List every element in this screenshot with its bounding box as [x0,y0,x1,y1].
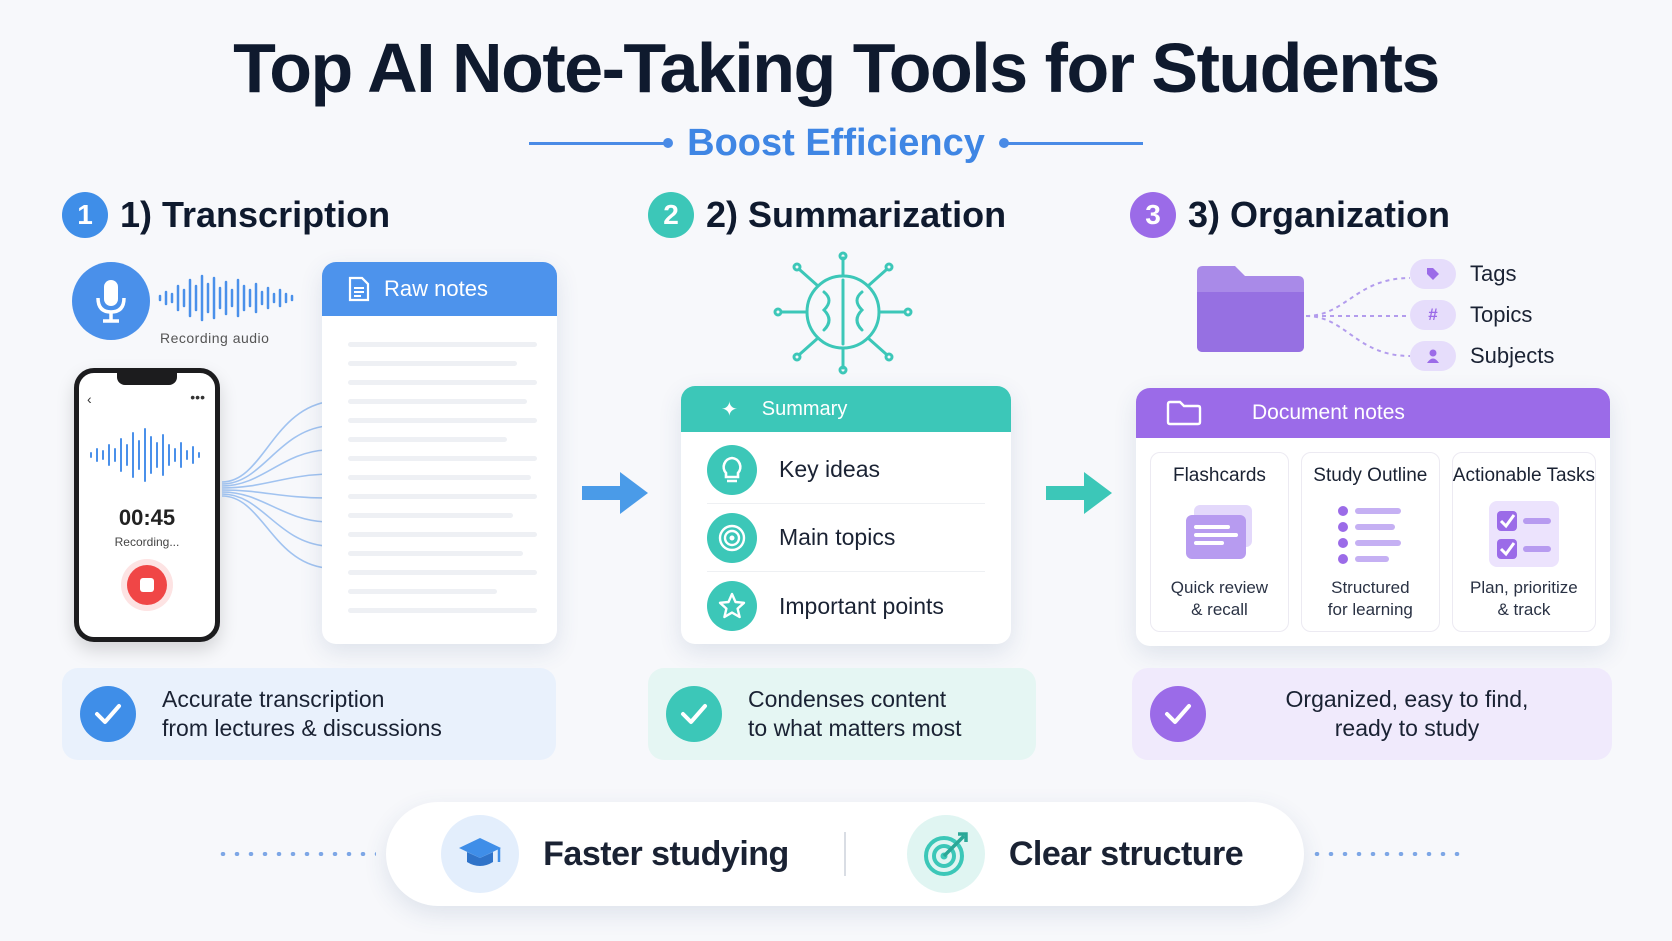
benefit-divider [844,832,846,876]
summary-header: ✦ Summary [681,386,1011,432]
stop-recording-button[interactable] [127,565,167,605]
microphone-icon [72,262,150,340]
check-icon [666,686,722,742]
folder-icon [1197,266,1304,352]
document-notes-card: Document notes Flashcards Quick review &… [1136,388,1610,646]
sparkle-icon: ✦ [721,398,738,421]
flashcards-icon [1180,493,1258,575]
decorative-dots-left [216,852,376,856]
section-heading-transcription: 1 1) Transcription [62,192,390,238]
benefits-pill: Faster studying Clear structure [386,802,1304,906]
phone-waveform-icon [90,428,200,482]
summary-item-label: Main topics [779,524,896,550]
document-notes-header: Document notes [1136,388,1610,438]
subtitle-divider-right [998,137,1143,148]
benefit-clear-structure: Clear structure [846,815,1304,893]
check-icon [80,686,136,742]
output-description: Plan, prioritize & track [1470,578,1578,619]
section-title: 1) Transcription [120,194,391,235]
tag-label: Tags [1470,261,1517,286]
document-icon [348,276,370,302]
arrow-right-icon [1046,472,1112,514]
ai-brain-icon [773,251,913,375]
output-description: Structured for learning [1327,578,1413,619]
more-menu-icon[interactable]: ••• [190,389,205,405]
page-title: Top AI Note-Taking Tools for Students [233,29,1440,107]
recording-status: Recording... [114,535,180,549]
phone-notch [117,373,177,385]
folder-small-icon [1166,400,1202,426]
hash-icon: # [1410,300,1456,330]
document-notes-title: Document notes [1252,401,1405,424]
raw-notes-card: Raw notes [322,262,557,644]
outline-icon [1333,493,1407,575]
result-transcription: Accurate transcription from lectures & d… [62,668,556,760]
section-number-badge: 1 [62,192,108,238]
section-heading-summarization: 2 2) Summarization [648,192,1006,238]
raw-notes-title: Raw notes [384,276,488,301]
raw-notes-header: Raw notes [322,262,557,316]
target-arrow-icon [906,815,985,893]
output-flashcards: Flashcards Quick review & recall [1150,452,1289,632]
back-chevron-icon[interactable]: ‹ [87,391,92,407]
benefit-label: Clear structure [1008,834,1244,873]
benefit-label: Faster studying [543,834,789,873]
output-description: Quick review & recall [1170,578,1269,619]
summary-title: Summary [761,397,848,420]
result-text: Organized, easy to find, ready to study [1285,686,1529,741]
lightbulb-icon [707,444,757,495]
result-organization: Organized, easy to find, ready to study [1132,668,1612,760]
tag-icon [1410,259,1456,289]
person-icon [1410,341,1456,371]
summary-card: ✦ Summary Key ideas Main topics Importan… [681,386,1011,644]
subtitle-row: Boost Efficiency [0,118,1672,168]
connector-lines [1306,277,1411,357]
recording-timer: 00:45 [118,505,176,530]
raw-notes-lines [322,316,557,613]
section-heading-organization: 3 3) Organization [1130,192,1450,238]
audio-waveform-icon [158,274,294,322]
stop-icon [140,578,154,592]
tag-item-subjects: Subjects [1410,341,1554,371]
page-subtitle: Boost Efficiency [687,121,985,164]
star-icon [707,581,757,631]
tag-label: Topics [1470,302,1533,327]
section-number-badge: 2 [648,192,694,238]
summary-item-label: Key ideas [779,456,881,482]
waveform-label: Recording audio [160,330,270,346]
result-summarization: Condenses content to what matters most [648,668,1036,760]
output-title: Study Outline [1313,465,1428,486]
summary-item-key-ideas: Key ideas [707,436,985,504]
section-title: 2) Summarization [706,194,1007,235]
output-study-outline: Study Outline Structured for learning [1300,452,1440,632]
tag-label: Subjects [1470,343,1555,368]
checklist-icon [1487,493,1561,575]
subtitle-divider-left [529,137,674,148]
arrow-right-icon [582,472,648,514]
section-number-badge: 3 [1130,192,1176,238]
output-actionable-tasks: Actionable Tasks Plan, prioritize & trac… [1451,452,1597,632]
output-title: Actionable Tasks [1452,465,1596,486]
decorative-dots-right [1310,852,1460,856]
graduation-cap-icon [441,815,520,893]
result-text: Accurate transcription from lectures & d… [162,686,442,741]
tag-item-tags: Tags [1410,259,1516,289]
output-title: Flashcards [1172,465,1266,486]
summary-item-main-topics: Main topics [707,504,985,572]
benefit-faster-studying: Faster studying [386,815,844,893]
phone-recorder: ‹ ••• 00:45 Recording... [74,368,220,642]
tag-item-topics: # Topics [1410,300,1532,330]
section-title: 3) Organization [1188,194,1451,235]
target-icon [707,512,757,563]
data-flow-lines [222,401,326,569]
summary-item-important-points: Important points [707,572,985,640]
result-text: Condenses content to what matters most [748,686,962,741]
check-icon [1150,686,1206,742]
summary-item-label: Important points [779,592,944,619]
